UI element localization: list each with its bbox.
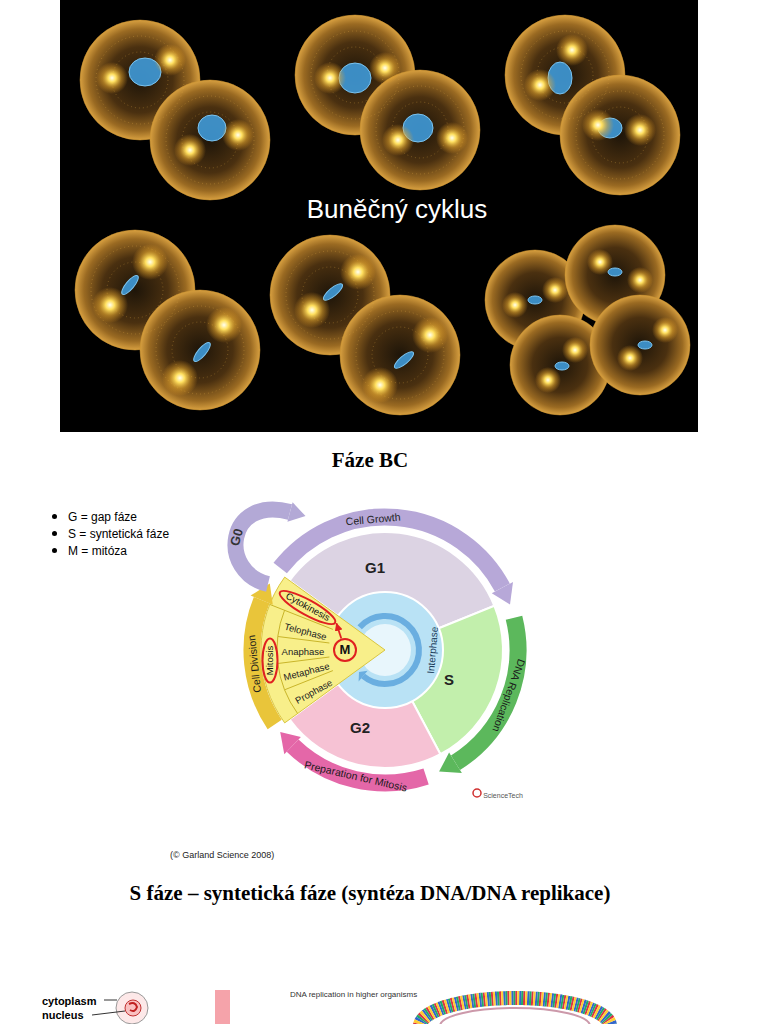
phase-label-text: S xyxy=(444,671,454,688)
replication-arrow-head xyxy=(439,753,462,773)
bullet-item: M = mitóza xyxy=(68,541,127,559)
leader-line xyxy=(104,1000,117,1001)
credit: (© Garland Science 2008) xyxy=(170,844,274,862)
g0-arrow xyxy=(236,510,290,584)
interphase-label-text: Interphase xyxy=(425,626,441,674)
circle-outline xyxy=(334,639,356,661)
interphase-arrow-head xyxy=(359,671,368,682)
growth-arrow xyxy=(280,517,502,588)
figure-caption: DNA replication in higher organisms xyxy=(290,983,417,1001)
interphase-label: Interphase xyxy=(420,626,442,675)
part-label-text: nucleus xyxy=(42,1009,84,1022)
arrow-label-text: Cell Growth xyxy=(346,510,402,527)
node-text: Cytokinesis xyxy=(284,591,332,624)
arrow-label-text: Cell Division xyxy=(245,635,263,694)
phase-label: G0 xyxy=(225,526,247,547)
phase-label-text: G1 xyxy=(365,559,385,576)
cell-photo xyxy=(75,15,690,415)
bullet-item: S = syntetická fáze xyxy=(68,524,169,542)
section-heading-text: Fáze BC xyxy=(332,448,408,472)
logo-text: ScienceTech xyxy=(483,784,523,802)
bullet-item-text: G = gap fáze xyxy=(68,511,137,525)
phase-label: G1 xyxy=(365,559,385,577)
preparation-arrow-head xyxy=(280,732,301,754)
subphase-label: Anaphase xyxy=(282,641,325,659)
mitosis-marker: M xyxy=(333,638,357,662)
bullet-item-text: S = syntetická fáze xyxy=(68,528,169,542)
oval-outline xyxy=(263,638,278,682)
logo-text-text: ScienceTech xyxy=(483,792,523,800)
logo-icon xyxy=(473,789,481,797)
subphase-label-text: Prophase xyxy=(294,677,335,706)
arrow-label: DNA Replication xyxy=(488,657,531,735)
arrow-label: Preparation for Mitosis xyxy=(303,754,409,795)
section-heading-text: S fáze – syntetická fáze (syntéza DNA/DN… xyxy=(130,881,611,905)
growth-arrow-head xyxy=(492,582,513,605)
phase-label-text: G2 xyxy=(350,719,370,736)
connector-arrow xyxy=(336,623,341,638)
bullet-dot xyxy=(52,531,57,536)
arrow-label: Cell Division xyxy=(241,634,265,693)
arrow-label: Cell Growth xyxy=(345,506,401,529)
leader-line xyxy=(92,1011,125,1015)
figure-caption-text: DNA replication in higher organisms xyxy=(290,990,417,999)
bullet-item-text: M = mitóza xyxy=(68,545,127,559)
image-caption: Buněčný cyklus xyxy=(307,195,488,225)
credit-text: (© Garland Science 2008) xyxy=(170,850,274,860)
circled-phase: Mitosis xyxy=(262,637,279,683)
part-label: nucleus xyxy=(42,1005,84,1023)
arrow-label-text: DNA Replication xyxy=(490,657,527,733)
section-heading: Fáze BC xyxy=(332,448,408,472)
part-label: cytoplasm xyxy=(42,991,96,1009)
phase-label-text: G0 xyxy=(228,527,247,548)
phase-label: S xyxy=(444,671,454,689)
section-heading: S fáze – syntetická fáze (syntéza DNA/DN… xyxy=(130,881,611,905)
bullet-dot xyxy=(52,514,57,519)
subphase-label-text: Telophase xyxy=(283,621,328,642)
gel-bar xyxy=(215,990,230,1024)
node-text: Mitosis xyxy=(265,645,276,675)
replication-figure xyxy=(92,990,610,1024)
part-label-text: cytoplasm xyxy=(42,995,96,1008)
m-sector xyxy=(261,577,385,723)
bullet-dot xyxy=(52,548,57,553)
node-text: M xyxy=(340,643,351,658)
arrow-label-text: Preparation for Mitosis xyxy=(303,758,408,793)
photo-background xyxy=(60,0,698,432)
cell-cycle-wheel xyxy=(236,502,518,797)
subphase-label-text: Anaphase xyxy=(282,647,325,658)
bullet-item: G = gap fáze xyxy=(68,507,137,525)
image-caption-text: Buněčný cyklus xyxy=(307,195,488,225)
oval-outline xyxy=(277,586,339,629)
g0-arrow-head xyxy=(287,502,305,521)
phase-label: G2 xyxy=(350,719,370,737)
